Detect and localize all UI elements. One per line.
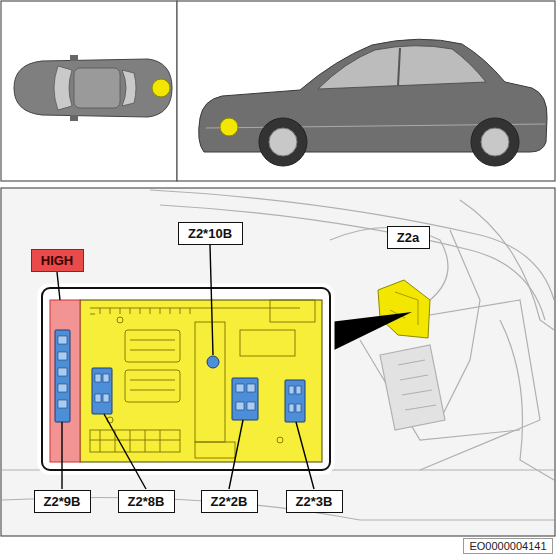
component-label: Z2a	[387, 226, 430, 249]
leader-line	[296, 422, 314, 489]
label-text: Z2*9B	[44, 494, 81, 509]
leader-line	[104, 414, 146, 489]
location-dot	[152, 79, 170, 97]
connector-label: Z2*8B	[118, 490, 175, 513]
fuse-box	[50, 300, 322, 462]
warning-tag: HIGH	[31, 249, 84, 272]
location-dot	[220, 118, 238, 136]
high-current-strip	[50, 300, 80, 462]
callout-wedge	[330, 312, 412, 352]
connector-z2-9b	[55, 330, 70, 422]
leader-line	[210, 245, 213, 355]
connector-z2-2b	[232, 378, 258, 420]
connector-label: Z2*9B	[34, 490, 91, 513]
label-text: Z2a	[397, 230, 419, 245]
label-text: Z2*3B	[296, 494, 333, 509]
label-text: Z2*2B	[211, 494, 248, 509]
label-text: EO0000004141	[469, 540, 546, 552]
trunk-panel	[1, 188, 555, 536]
fuse-box-in-car	[378, 280, 430, 338]
connector-label: Z2*10B	[178, 222, 243, 245]
inset-frame	[42, 288, 330, 470]
connector-sockets	[55, 330, 305, 422]
leader-line	[57, 272, 60, 300]
connector-label: Z2*3B	[286, 490, 343, 513]
connector-z2-10b	[207, 356, 219, 368]
leader-line	[229, 420, 243, 489]
car-top-view	[14, 55, 172, 121]
connector-label: Z2*2B	[201, 490, 258, 513]
document-id: EO0000004141	[463, 538, 553, 554]
label-text: Z2*8B	[128, 494, 165, 509]
side-view-panel	[177, 1, 555, 181]
leader-lines	[57, 245, 314, 489]
inset-halo	[40, 286, 332, 472]
car-side-view	[199, 39, 547, 166]
label-text: HIGH	[41, 253, 74, 268]
leader-line	[61, 422, 62, 489]
label-text: Z2*10B	[188, 226, 232, 241]
trunk-sketch	[2, 190, 554, 520]
top-view-panel	[1, 1, 177, 181]
connector-z2-3b	[285, 380, 305, 422]
connector-z2-8b	[92, 368, 112, 414]
